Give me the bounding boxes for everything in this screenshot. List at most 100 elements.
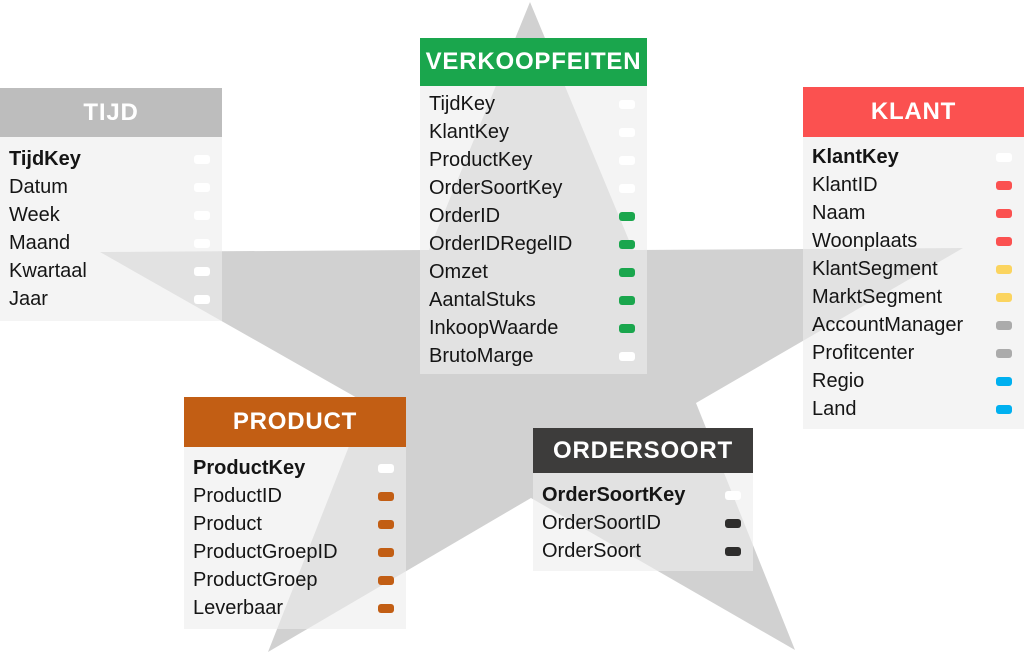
table-title: TIJD	[83, 98, 139, 126]
field-type-chip	[619, 267, 635, 277]
field-type-chip	[996, 320, 1012, 330]
field-name: ProductGroepID	[193, 540, 338, 563]
field-type-chip	[725, 490, 741, 500]
field-type-chip	[378, 603, 394, 613]
field-type-chip	[194, 182, 210, 192]
field-row: MarktSegment	[803, 283, 1024, 311]
field-row: OrderSoortID	[533, 509, 753, 537]
field-name: InkoopWaarde	[429, 316, 559, 339]
field-name: Woonplaats	[812, 229, 918, 252]
field-row: ProductGroep	[184, 566, 406, 594]
field-type-chip	[619, 323, 635, 333]
field-type-chip	[619, 239, 635, 249]
field-name: KlantSegment	[812, 257, 938, 280]
field-name: ProductKey	[429, 148, 533, 171]
field-type-chip	[619, 127, 635, 137]
field-row: TijdKey	[0, 145, 222, 173]
field-name: Datum	[9, 175, 68, 198]
field-type-chip	[378, 491, 394, 501]
table-title: PRODUCT	[232, 408, 358, 435]
field-type-chip	[619, 183, 635, 193]
field-type-chip	[619, 295, 635, 305]
field-row: InkoopWaarde	[420, 314, 647, 342]
field-row: OrderSoortKey	[420, 174, 647, 202]
field-row: Jaar	[0, 285, 222, 313]
field-row: TijdKey	[420, 90, 647, 118]
field-row: OrderSoortKey	[533, 481, 753, 509]
field-name: OrderSoort	[542, 539, 641, 562]
field-name: TijdKey	[9, 147, 81, 170]
field-name: MarktSegment	[812, 285, 943, 308]
field-name: KlantKey	[812, 145, 899, 168]
field-type-chip	[378, 575, 394, 585]
field-name: OrderSoortKey	[542, 483, 686, 506]
field-row: Woonplaats	[803, 227, 1024, 255]
field-type-chip	[619, 211, 635, 221]
field-type-chip	[996, 180, 1012, 190]
field-name: ProductGroep	[193, 568, 318, 591]
field-name: Maand	[9, 231, 71, 254]
field-type-chip	[194, 238, 210, 248]
field-row: OrderID	[420, 202, 647, 230]
field-row: Leverbaar	[184, 594, 406, 622]
field-type-chip	[378, 463, 394, 473]
field-row: Maand	[0, 229, 222, 257]
table-header: ORDERSOORT	[533, 428, 753, 473]
field-type-chip	[194, 294, 210, 304]
field-type-chip	[996, 292, 1012, 302]
field-name: Regio	[812, 369, 865, 392]
field-type-chip	[194, 266, 210, 276]
field-row: Datum	[0, 173, 222, 201]
field-type-chip	[378, 519, 394, 529]
field-row: KlantID	[803, 171, 1024, 199]
table-header: PRODUCT	[184, 397, 406, 447]
field-row: Naam	[803, 199, 1024, 227]
field-name: OrderIDRegelID	[429, 232, 573, 255]
field-row: KlantKey	[803, 143, 1024, 171]
field-row: KlantSegment	[803, 255, 1024, 283]
field-name: TijdKey	[429, 92, 495, 115]
field-row: ProductKey	[184, 454, 406, 482]
field-type-chip	[996, 152, 1012, 162]
table-header: VERKOOPFEITEN	[420, 38, 647, 86]
field-type-chip	[996, 404, 1012, 414]
field-name: OrderSoortKey	[429, 176, 563, 199]
field-name: OrderID	[429, 204, 501, 227]
field-type-chip	[996, 348, 1012, 358]
field-row: AccountManager	[803, 311, 1024, 339]
field-type-chip	[996, 264, 1012, 274]
field-row: OrderIDRegelID	[420, 230, 647, 258]
field-type-chip	[725, 518, 741, 528]
field-name: Profitcenter	[812, 341, 915, 364]
field-name: Naam	[812, 201, 866, 224]
field-name: Week	[9, 203, 60, 226]
field-name: ProductKey	[193, 456, 306, 479]
field-name: AccountManager	[812, 313, 964, 336]
field-type-chip	[996, 208, 1012, 218]
table-header: KLANT	[803, 87, 1024, 137]
field-row: AantalStuks	[420, 286, 647, 314]
field-row: Week	[0, 201, 222, 229]
field-type-chip	[996, 376, 1012, 386]
table-header: TIJD	[0, 88, 222, 137]
field-type-chip	[619, 351, 635, 361]
field-row: Product	[184, 510, 406, 538]
field-name: BrutoMarge	[429, 344, 534, 367]
field-row: Profitcenter	[803, 339, 1024, 367]
field-name: Omzet	[429, 260, 488, 283]
field-row: ProductKey	[420, 146, 647, 174]
field-type-chip	[619, 99, 635, 109]
field-name: Leverbaar	[193, 596, 284, 619]
table-title: ORDERSOORT	[552, 436, 733, 464]
field-row: Land	[803, 395, 1024, 423]
field-row: ProductGroepID	[184, 538, 406, 566]
table-title: KLANT	[870, 98, 957, 125]
